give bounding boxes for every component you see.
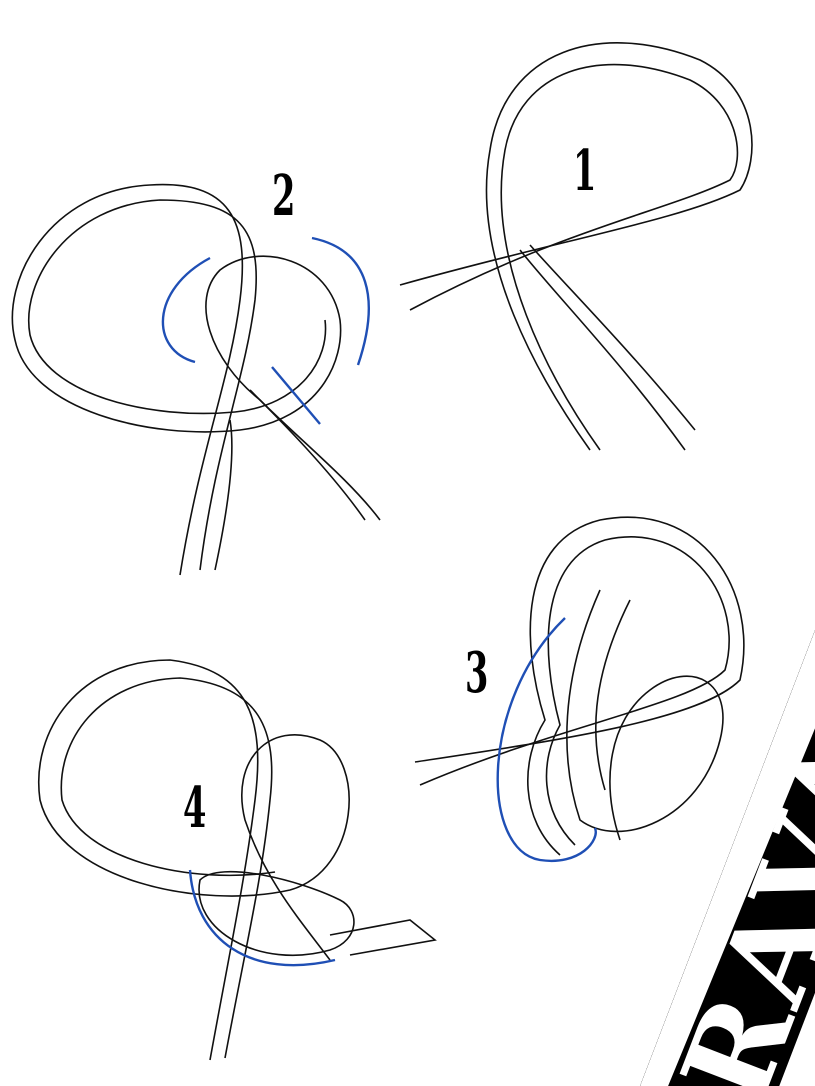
step-number-4: 4: [183, 775, 207, 841]
step-2-ribbon: [11, 183, 381, 576]
step-number-2: 2: [272, 163, 296, 229]
step-4-ribbon: [38, 659, 437, 1061]
step-number-3: 3: [465, 640, 489, 706]
step-2-arrows: [161, 236, 370, 425]
step-1-ribbon: [399, 42, 753, 451]
step-number-1: 1: [573, 138, 597, 204]
step-3-ribbon: [414, 516, 745, 856]
step-4-arrows: [188, 869, 336, 967]
step-3-arrows: [496, 617, 597, 863]
